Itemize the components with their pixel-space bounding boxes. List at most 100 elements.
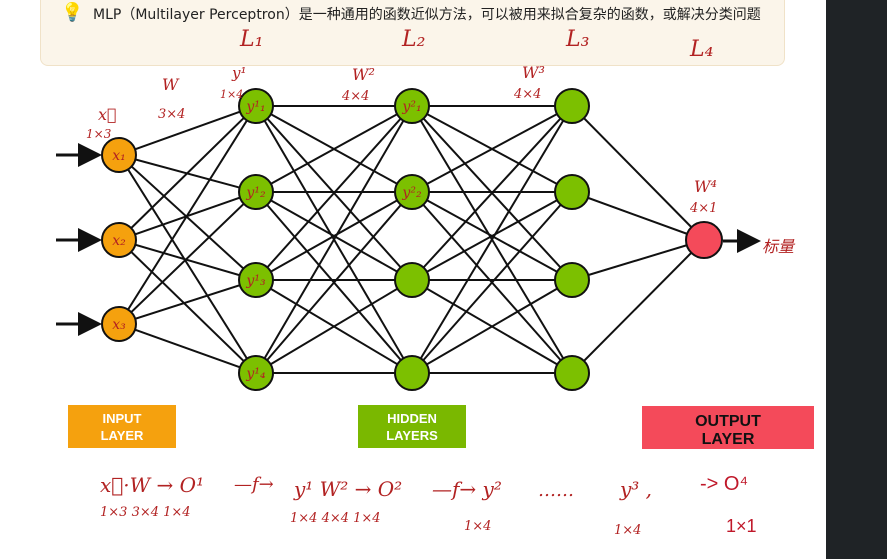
formula-output-dim: 1×1 [726, 516, 757, 536]
edge-hidden2-4-hidden3-2 [411, 191, 573, 374]
input-layer-label-bg [68, 405, 176, 448]
layer-tag-l1: L₁ [239, 27, 263, 52]
edge-input-3-hidden1-1 [118, 105, 257, 325]
edge-hidden3-4-output-1 [571, 239, 705, 374]
hidden-layers-line2: LAYERS [386, 428, 438, 443]
edge-input-1-hidden1-4 [118, 154, 257, 374]
edge-hidden1-3-hidden2-1 [255, 105, 413, 281]
w3-dim-label: 4×4 [513, 87, 541, 102]
edge-hidden1-2-hidden2-1 [255, 105, 413, 193]
edge-input-2-hidden1-4 [118, 239, 257, 374]
y1-dim-label: 1×4 [220, 88, 243, 101]
w3-label: W³ [522, 63, 545, 82]
input-node-label-2: x₂ [112, 233, 126, 249]
edge-hidden3-2-output-1 [571, 191, 705, 241]
formula-term-4: —f→ y² [432, 477, 502, 501]
edge-hidden1-3-hidden2-2 [255, 191, 413, 281]
formula-term-2: —f→ [234, 474, 274, 495]
x-vector-label: x⃗ [98, 105, 117, 124]
w1-dim-label: 3×4 [158, 107, 185, 122]
formula-term-1-dims: 1×3 3×4 1×4 [100, 505, 191, 520]
edge-input-1-hidden1-3 [118, 154, 257, 281]
hidden1-node-2 [238, 174, 274, 210]
w1-label: W [162, 75, 180, 94]
formula-term-6: y³ , [619, 477, 652, 501]
input-node-2 [101, 222, 137, 258]
hidden1-node-label-3: y¹₃ [245, 273, 266, 289]
hidden1-node-label-4: y¹₄ [245, 366, 266, 382]
lightbulb-icon: 💡 [61, 2, 84, 23]
formula-term-4-dim: 1×4 [464, 519, 491, 534]
hidden-layers-label: HIDDEN LAYERS [358, 405, 466, 448]
edge-hidden1-4-hidden2-2 [255, 191, 413, 374]
hidden2-node-label-1: y²₁ [401, 99, 421, 115]
edge-input-1-hidden1-1 [118, 105, 257, 156]
neuron-nodes: x₁ x₂ x₃ y¹₁ y¹₂ y¹₃ y¹₄ y²₁ y²₂ [101, 88, 723, 391]
edge-hidden3-1-output-1 [571, 105, 705, 241]
input-layer-line2: LAYER [101, 428, 144, 443]
formula-output: -> O⁴ [700, 473, 748, 495]
w4-label: W⁴ [694, 177, 717, 196]
connection-lines [118, 105, 705, 374]
hidden2-node-2 [394, 174, 430, 210]
layer-tag-l4: L₄ [689, 37, 713, 62]
hidden1-node-label-2: y¹₂ [245, 185, 266, 201]
input-node-label-1: x₁ [112, 148, 126, 164]
output-layer-line2: LAYER [702, 431, 755, 448]
formula-term-3-dims: 1×4 4×4 1×4 [290, 511, 381, 526]
hidden-layers-line1: HIDDEN [387, 411, 437, 426]
w2-label: W² [352, 65, 375, 84]
edge-input-3-hidden1-4 [118, 323, 257, 374]
layer-tag-l3: L₃ [565, 27, 589, 52]
output-layer-line1: OUTPUT [695, 413, 761, 430]
hidden2-node-label-2: y²₂ [401, 185, 422, 201]
input-node-1 [101, 137, 137, 173]
edge-hidden2-2-hidden3-1 [411, 105, 573, 193]
tip-text: MLP（Multilayer Perceptron）是一种通用的函数近似方法，可… [93, 7, 761, 23]
edge-hidden1-4-hidden2-1 [255, 105, 413, 374]
edge-hidden2-3-hidden3-2 [411, 191, 573, 281]
hidden2-node-3 [394, 262, 430, 298]
hidden3-node-2 [554, 174, 590, 210]
hidden2-node-1 [394, 88, 430, 124]
x-dim-label: 1×3 [86, 127, 112, 141]
edge-hidden2-4-hidden3-1 [411, 105, 573, 374]
edge-hidden2-3-hidden3-1 [411, 105, 573, 281]
hidden1-node-1 [238, 88, 274, 124]
edge-hidden2-4-hidden3-3 [411, 279, 573, 374]
formula-term-3: y¹ W² → O² [293, 477, 402, 501]
formula-ellipsis: …… [538, 480, 574, 501]
hidden3-node-1 [554, 88, 590, 124]
hidden2-node-4 [394, 355, 430, 391]
hidden1-node-4 [238, 355, 274, 391]
input-node-label-3: x₃ [112, 317, 126, 333]
dark-side-strip [826, 0, 887, 559]
hidden1-node-label-1: y¹₁ [245, 99, 265, 115]
arrows [56, 143, 761, 336]
formula-term-6-dim: 1×4 [614, 523, 641, 538]
edge-input-2-hidden1-1 [118, 105, 257, 241]
hidden3-node-4 [554, 355, 590, 391]
w4-dim-label: 4×1 [689, 201, 717, 216]
hidden1-node-3 [238, 262, 274, 298]
formula-term-1: x⃗·W → O¹ [100, 473, 204, 497]
edge-input-3-hidden1-2 [118, 191, 257, 325]
hidden-layers-label-bg [358, 405, 466, 448]
edge-input-3-hidden1-3 [118, 279, 257, 325]
output-layer-label: OUTPUT LAYER [642, 406, 814, 449]
hidden3-node-3 [554, 262, 590, 298]
output-layer-label-bg [642, 406, 814, 449]
edge-hidden3-3-output-1 [571, 239, 705, 281]
edge-hidden1-4-hidden2-3 [255, 279, 413, 374]
tip-callout: 💡 MLP（Multilayer Perceptron）是一种通用的函数近似方法… [40, 0, 785, 66]
input-layer-label: INPUT LAYER [68, 405, 176, 448]
output-node-1 [685, 221, 723, 259]
input-node-3 [101, 306, 137, 342]
w2-dim-label: 4×4 [341, 89, 369, 104]
y1-label: y¹ [231, 64, 247, 82]
edge-input-2-hidden1-3 [118, 239, 257, 281]
output-scalar-label: 标量 [762, 237, 796, 256]
input-layer-line1: INPUT [103, 411, 142, 426]
layer-tag-l2: L₂ [401, 27, 425, 52]
